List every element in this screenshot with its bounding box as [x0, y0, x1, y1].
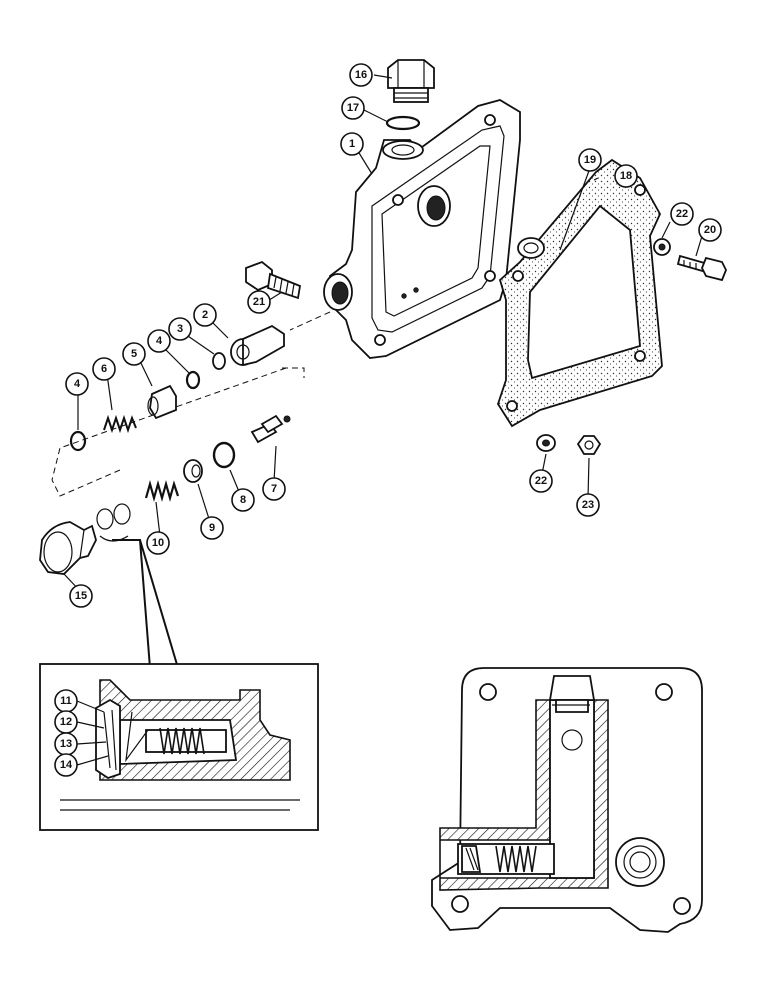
spring-6	[103, 414, 137, 434]
svg-text:12: 12	[60, 716, 72, 728]
o-ring-8	[212, 441, 236, 469]
callout-14: 14	[54, 753, 78, 777]
assembly-dashed-outline	[51, 311, 331, 497]
callout-1: 1	[340, 132, 364, 156]
callout-7: 7	[262, 477, 286, 501]
svg-text:22: 22	[535, 475, 547, 487]
bolt-20	[676, 254, 727, 282]
svg-text:5: 5	[131, 348, 137, 360]
svg-text:10: 10	[152, 537, 164, 549]
plug-15	[39, 521, 97, 575]
svg-text:17: 17	[347, 102, 359, 114]
callout-16: 16	[349, 63, 373, 87]
svg-text:16: 16	[355, 69, 367, 81]
callout-2: 2	[193, 303, 217, 327]
svg-text:18: 18	[620, 170, 632, 182]
svg-text:8: 8	[240, 494, 246, 506]
spring-10	[144, 479, 180, 503]
callout-6: 6	[92, 357, 116, 381]
callout-5: 5	[122, 342, 146, 366]
housing-1	[323, 99, 521, 359]
callout-22-lower: 22	[529, 469, 553, 493]
svg-text:3: 3	[177, 323, 183, 335]
washer-22-lower	[536, 434, 556, 452]
callout-8: 8	[231, 488, 255, 512]
callout-18: 18	[614, 164, 638, 188]
svg-text:15: 15	[75, 590, 87, 602]
gasket-18	[497, 158, 663, 428]
callout-13: 13	[54, 732, 78, 756]
callout-19: 19	[578, 148, 602, 172]
svg-text:21: 21	[253, 296, 265, 308]
washer-22-upper	[653, 238, 671, 256]
svg-text:9: 9	[209, 522, 215, 534]
nut-23	[576, 435, 602, 455]
svg-text:2: 2	[202, 309, 208, 321]
sleeve-5	[147, 384, 177, 420]
washer-19	[517, 237, 545, 259]
callout-4-upper: 4	[147, 329, 171, 353]
callout-10: 10	[146, 531, 170, 555]
svg-text:4: 4	[156, 335, 163, 347]
callout-11: 11	[54, 689, 78, 713]
svg-text:1: 1	[349, 138, 355, 150]
svg-text:11: 11	[60, 695, 72, 707]
svg-text:19: 19	[584, 154, 596, 166]
bolt-21	[245, 260, 302, 300]
callout-3: 3	[168, 317, 192, 341]
section-view-panel	[431, 667, 703, 933]
screw-7	[250, 414, 291, 444]
callout-12: 12	[54, 710, 78, 734]
svg-text:23: 23	[582, 499, 594, 511]
o-ring-4-lower	[69, 430, 87, 452]
svg-text:13: 13	[60, 738, 72, 750]
inset-pointer-lines	[112, 539, 179, 669]
callout-23: 23	[576, 493, 600, 517]
callout-15: 15	[69, 584, 93, 608]
poppet-9	[183, 459, 203, 483]
svg-text:14: 14	[60, 759, 73, 771]
cylinder-2	[230, 324, 285, 367]
callout-17: 17	[341, 96, 365, 120]
callout-20: 20	[698, 218, 722, 242]
svg-text:6: 6	[101, 363, 107, 375]
svg-text:7: 7	[271, 483, 277, 495]
svg-text:20: 20	[704, 224, 716, 236]
shims-11-12	[96, 503, 131, 542]
ring-3	[212, 352, 226, 370]
callout-21: 21	[247, 290, 271, 314]
svg-text:22: 22	[676, 208, 688, 220]
o-ring-17	[385, 115, 421, 131]
o-ring-4-upper	[185, 370, 201, 390]
callout-4-lower: 4	[65, 372, 89, 396]
callout-9: 9	[200, 516, 224, 540]
callout-22-upper: 22	[670, 202, 694, 226]
inset-detail-panel	[39, 663, 319, 831]
plug-16	[387, 59, 435, 103]
svg-text:4: 4	[74, 378, 81, 390]
